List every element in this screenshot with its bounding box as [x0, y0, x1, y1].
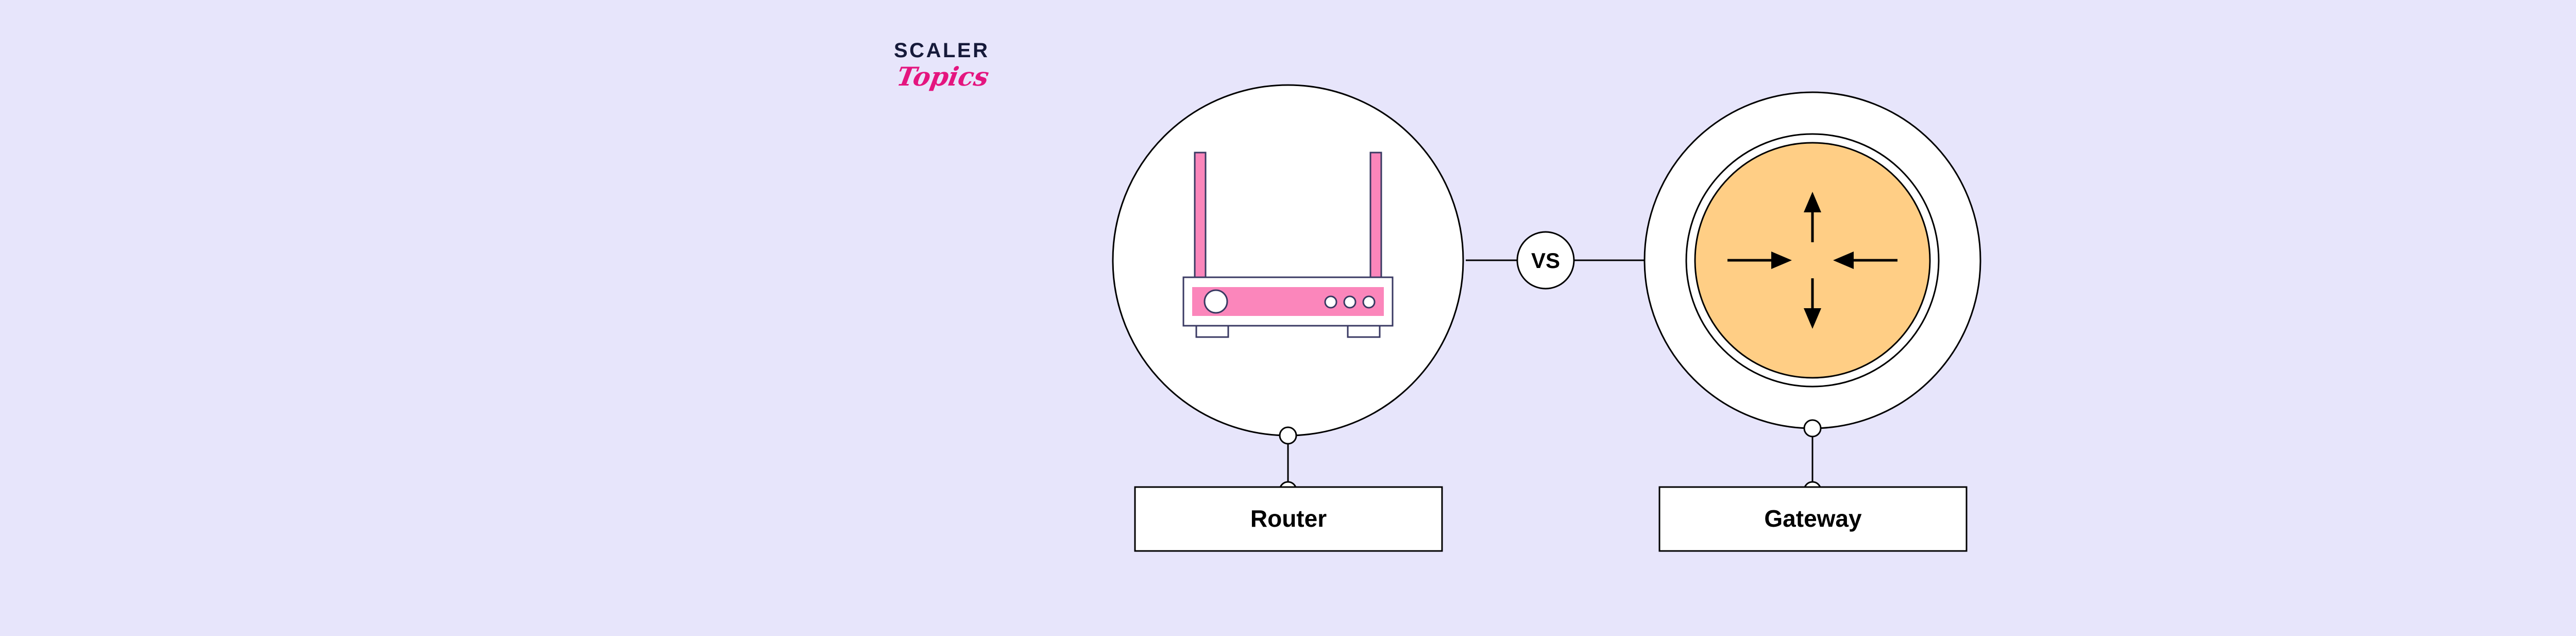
vs-badge-text: VS	[1531, 248, 1560, 273]
vs-badge-circle	[1516, 231, 1575, 290]
gateway-arrow-down-icon	[1804, 278, 1821, 329]
gateway-label-box[interactable]	[1658, 486, 1968, 552]
router-connector-dot-top	[1279, 426, 1297, 445]
gateway-arrow-left-icon	[1833, 252, 1897, 269]
router-node[interactable]: Router	[1112, 84, 1464, 552]
scaler-topics-logo: SCALER Topics	[894, 40, 1048, 118]
router-antenna-right-icon	[1369, 152, 1382, 280]
router-foot-right	[1347, 325, 1381, 338]
router-label-box[interactable]	[1134, 486, 1443, 552]
gateway-arrow-right-icon	[1727, 252, 1792, 269]
router-foot-left	[1195, 325, 1229, 338]
logo-wordmark-scaler: SCALER	[894, 39, 990, 62]
router-icon	[1182, 152, 1394, 338]
gateway-arrow-up-icon	[1804, 192, 1821, 242]
vs-badge: VS	[1516, 231, 1575, 290]
gateway-circle-inner	[1694, 142, 1931, 379]
router-led-3	[1362, 295, 1376, 309]
router-led-1	[1324, 295, 1337, 309]
gateway-connector-dot-top	[1803, 419, 1822, 438]
router-circle-outer	[1112, 84, 1464, 437]
router-label-text: Router	[1250, 505, 1327, 532]
router-power-button	[1204, 289, 1228, 314]
router-led-2	[1343, 295, 1357, 309]
gateway-label-text: Gateway	[1764, 505, 1862, 532]
gateway-icon	[1727, 192, 1897, 329]
router-antenna-left-icon	[1194, 152, 1207, 280]
gateway-node[interactable]: Gateway	[1643, 91, 1981, 552]
